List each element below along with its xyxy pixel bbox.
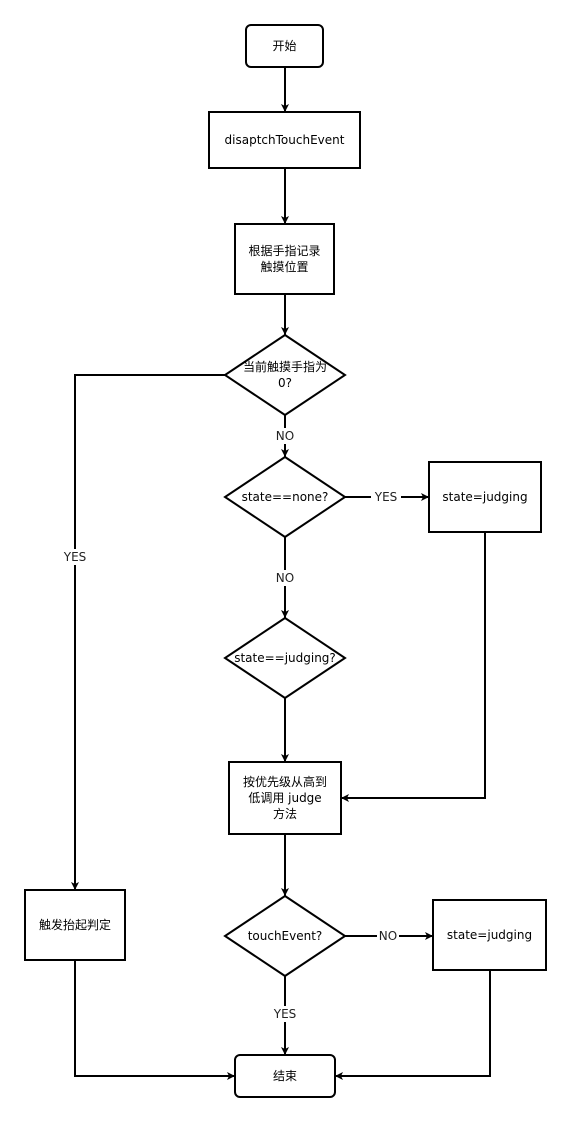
edge-label-background [274,570,296,586]
decision-diamond [223,333,347,417]
process-box [24,889,126,961]
decision-diamond [223,616,347,700]
node-label-line: 触发抬起判定 [39,917,111,932]
edge-label-yes: YES [270,1006,300,1022]
node-label-line: touchEvent? [248,929,323,943]
node-trigger-lift: 触发抬起判定 [24,889,126,961]
edge-label-background [270,1006,300,1022]
edge-label-text: NO [276,429,294,443]
process-box [432,899,547,971]
node-state-none: state==none? [223,455,347,539]
edge-label-text: YES [374,490,398,504]
node-label-line: state=judging [447,928,532,942]
node-state-judging: state==judging? [223,616,347,700]
labels-layer: NO YES YES NO NO YES [60,428,401,1022]
node-label-line: 结束 [273,1069,297,1083]
node-label-line: state=judging [442,490,527,504]
process-box [208,111,361,169]
node-finger-zero: 当前触摸手指为 0? [223,333,347,417]
node-label-line: 0? [278,376,292,390]
edge-label-yes: YES [371,489,401,505]
node-label-line: 低调用 judge [248,791,321,805]
edge-label-background [377,928,399,944]
edge-label-no: NO [377,928,399,944]
decision-diamond [223,455,347,539]
edge-label-text: NO [276,571,294,585]
node-label-line: state==judging? [234,651,336,665]
terminal-shape [245,24,324,68]
edge-label-background [274,428,296,444]
edge-trigger-lift-to-end [74,960,235,1080]
process-box [428,461,542,533]
terminal-shape [234,1054,336,1098]
node-set-judging-2: state=judging [432,899,547,971]
node-label-line: 按优先级从高到 [243,774,327,789]
edge-label-no: NO [274,570,296,586]
edge-label-text: YES [273,1007,297,1021]
edge-label-text: NO [379,929,397,943]
node-touch-event: touchEvent? [223,894,347,978]
node-label-line: 开始 [272,39,296,53]
edge-label-yes: YES [60,549,90,565]
process-box [228,761,342,835]
edges-layer [71,67,491,1080]
edge-label-text: YES [63,550,87,564]
node-label-line: 根据手指记录 [248,243,320,258]
node-label-line: 触摸位置 [260,259,308,274]
decision-diamond [223,894,347,978]
edge-finger-zero-to-trigger-lift [71,374,225,890]
node-start: 开始 [245,24,324,68]
node-label-line: 方法 [273,806,297,821]
edge-set-judging-2-to-end [335,970,491,1080]
node-set-judging-1: state=judging [428,461,542,533]
edge-label-background [60,549,90,565]
node-label-line: disaptchTouchEvent [225,133,345,147]
node-end: 结束 [234,1054,336,1098]
node-label-line: state==none? [242,490,329,504]
node-dispatch: disaptchTouchEvent [208,111,361,169]
node-label-line: 当前触摸手指为 [243,359,327,374]
edge-label-no: NO [274,428,296,444]
edge-set-judging-1-to-call-judge [341,532,486,802]
edge-label-background [371,489,401,505]
process-box [234,223,335,295]
